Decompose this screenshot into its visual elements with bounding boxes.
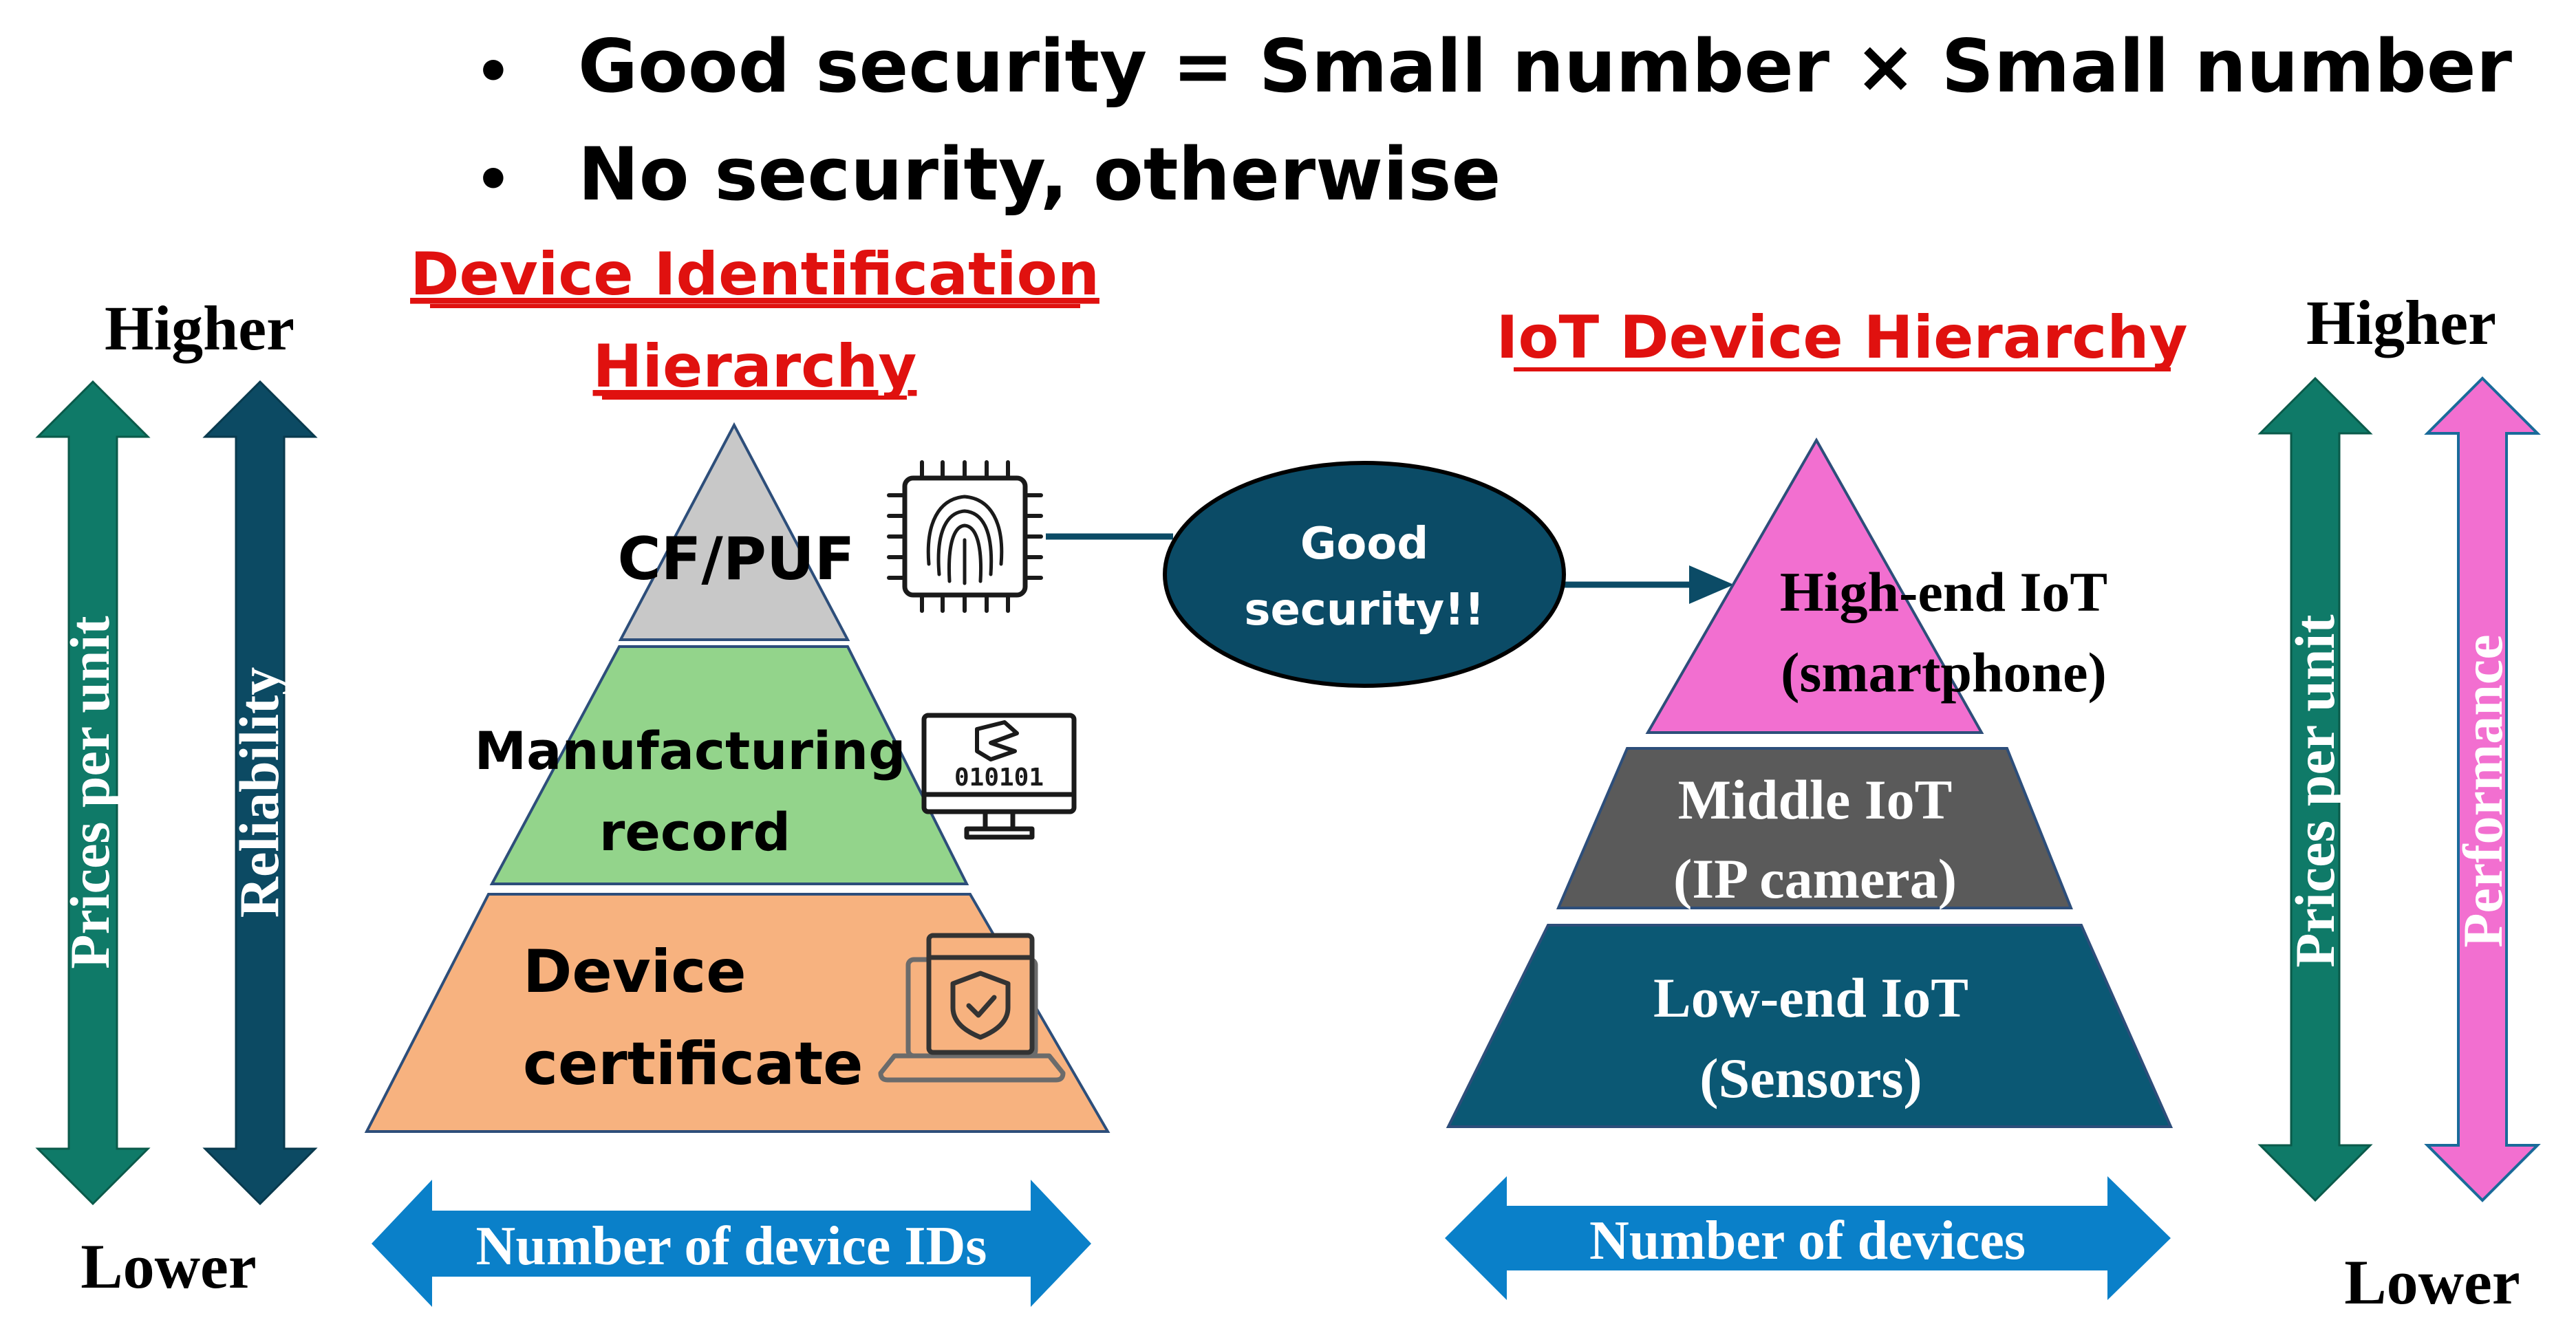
bullet-marker-2: • <box>475 146 512 213</box>
tier-manufacturing-record <box>489 645 969 885</box>
number-of-devices-label: Number of devices <box>1589 1211 2026 1271</box>
right-performance-arrow <box>2424 376 2541 1202</box>
bullet-2-text: No security, otherwise <box>578 132 1501 217</box>
good-security-label-line2: security!! <box>1244 585 1484 636</box>
tier-manufacturing-label-line2: record <box>599 801 791 863</box>
tier-low-end-iot <box>1446 924 2174 1128</box>
connector-arrowhead <box>1689 565 1734 604</box>
left-higher-label: Higher <box>105 293 294 363</box>
tier-low-end-label-line1: Low-end IoT <box>1653 966 1968 1029</box>
number-of-devices-arrow <box>1445 1176 2171 1300</box>
left-lower-label: Lower <box>80 1231 256 1301</box>
number-of-device-ids-label: Number of device IDs <box>476 1216 987 1277</box>
left-axis: Higher Lower Prices per unit Reliability <box>35 293 318 1301</box>
left-pyramid-title-line2: Hierarchy <box>593 332 917 401</box>
right-performance-label: Performance <box>2451 634 2514 947</box>
left-prices-label: Prices per unit <box>58 616 121 968</box>
bullet-marker-1: • <box>475 38 512 105</box>
tier-certificate-label-line1: Device <box>523 938 747 1006</box>
left-prices-arrow <box>35 380 151 1206</box>
tier-device-certificate <box>364 893 1110 1133</box>
bullet-1-text: Good security = Small number × Small num… <box>578 24 2512 109</box>
tier-cf-puf <box>618 422 850 641</box>
iot-device-pyramid: IoT Device Hierarchy High-end IoT (smart… <box>1445 303 2188 1300</box>
right-prices-arrow <box>2257 376 2373 1202</box>
tier-high-end-label-line1: High-end IoT <box>1780 561 2107 623</box>
tier-high-end-label-line2: (smartphone) <box>1781 641 2107 704</box>
binary-digits-text: 010101 <box>954 764 1044 792</box>
right-prices-label: Prices per unit <box>2284 614 2346 967</box>
tier-certificate-label-line2: certificate <box>523 1030 863 1099</box>
number-of-device-ids-arrow <box>372 1180 1091 1307</box>
tier-low-end-label-line2: (Sensors) <box>1699 1047 1922 1110</box>
tier-high-end-iot <box>1645 437 1984 734</box>
left-reliability-label: Reliability <box>228 667 290 918</box>
tier-middle-label-line1: Middle IoT <box>1678 768 1953 831</box>
tier-cf-puf-label: CF/PUF <box>618 525 855 594</box>
device-identification-pyramid: Device Identification Hierarchy CF/PUF M… <box>364 240 1110 1307</box>
left-pyramid-title-line1: Device Identification <box>410 240 1099 309</box>
right-lower-label: Lower <box>2344 1247 2520 1317</box>
good-security-connector: Good security!! <box>1046 461 1734 688</box>
right-pyramid-title: IoT Device Hierarchy <box>1496 303 2187 372</box>
tier-middle-label-line2: (IP camera) <box>1673 847 1957 910</box>
monitor-binary-icon: 010101 <box>921 713 1077 840</box>
tier-manufacturing-label-line1: Manufacturing <box>475 720 906 781</box>
right-higher-label: Higher <box>2306 288 2496 358</box>
right-axis: Higher Lower Prices per unit Performance <box>2257 288 2541 1317</box>
bullet-list: • Good security = Small number × Small n… <box>475 24 2512 217</box>
fingerprint-chip-icon <box>887 460 1043 613</box>
left-reliability-arrow <box>202 380 318 1206</box>
good-security-label-line1: Good <box>1300 519 1428 570</box>
good-security-ellipse <box>1163 461 1566 688</box>
shield-laptop-icon <box>878 933 1066 1083</box>
tier-middle-iot <box>1556 747 2073 909</box>
